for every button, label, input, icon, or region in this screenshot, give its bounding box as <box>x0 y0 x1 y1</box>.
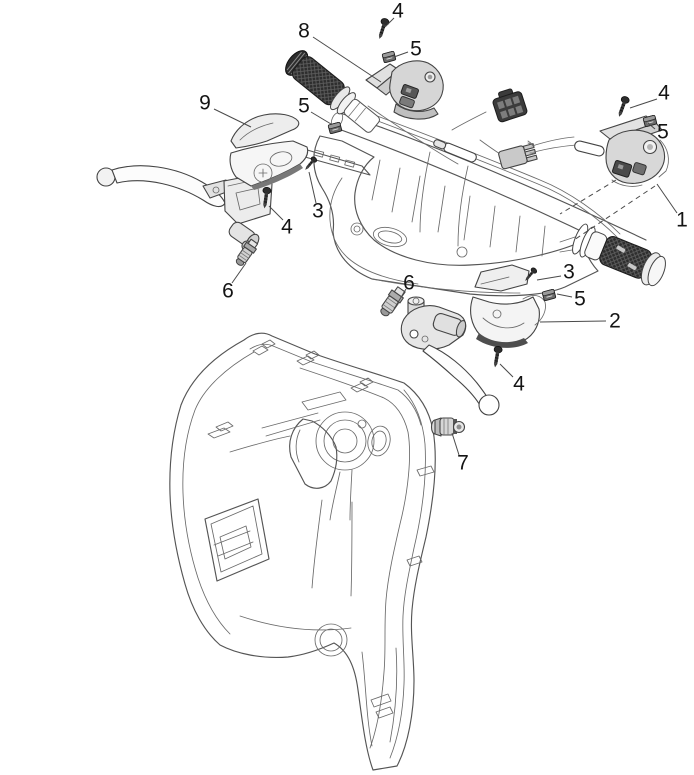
multiway-connector <box>498 143 538 170</box>
frame-cable-loop <box>329 177 419 285</box>
screw-4-top <box>375 17 391 41</box>
stop-switch-left <box>235 238 259 266</box>
callout-4-bottom: 4 <box>513 373 525 396</box>
leader-line-5-mid <box>556 293 573 298</box>
leader-line-7 <box>451 432 460 456</box>
headlamp-shroud <box>289 418 338 489</box>
callout-6-left: 6 <box>222 280 234 303</box>
panel-oval-opening <box>367 425 391 457</box>
callout-5-left: 5 <box>298 95 310 118</box>
headlamp-socket <box>315 411 375 521</box>
leader-line-3-right <box>536 275 562 281</box>
leader-line-4-top <box>384 17 395 28</box>
leader-line-4-bottom <box>499 363 514 378</box>
right-brake-lever-assembly <box>380 286 500 416</box>
left-pocket-vent <box>204 498 270 582</box>
leader-line-2 <box>539 320 607 323</box>
leader-line-5-top <box>393 51 409 58</box>
leader-line-6-right <box>393 288 407 310</box>
callout-3-right: 3 <box>563 261 575 284</box>
frame-ribs <box>350 151 546 294</box>
callout-3-left: 3 <box>312 200 324 223</box>
callout-5-top: 5 <box>410 38 422 61</box>
leader-line-8 <box>312 36 382 83</box>
leader-line-6-left <box>231 262 247 284</box>
leader-line-5-right <box>647 122 656 130</box>
callout-4-top: 4 <box>392 0 404 23</box>
callout-6-right: 6 <box>403 272 415 295</box>
callout-7: 7 <box>457 452 469 475</box>
callout-5-mid: 5 <box>574 288 586 311</box>
front-cover-body <box>169 332 436 771</box>
leader-line-1 <box>656 183 678 214</box>
left-switch-cluster <box>365 60 444 120</box>
leader-line-4-left <box>268 205 284 221</box>
clip-5-top <box>381 50 397 64</box>
black-connector <box>492 88 528 123</box>
clip-5-mid <box>541 288 557 302</box>
right-grip <box>559 223 666 287</box>
callout-5-right: 5 <box>657 121 669 144</box>
mounting-tabs <box>207 339 435 719</box>
callout-1: 1 <box>676 209 688 232</box>
callout-4-left: 4 <box>281 216 293 239</box>
callout-9: 9 <box>199 92 211 115</box>
callout-4-right: 4 <box>658 82 670 105</box>
wiring-harness <box>353 88 627 238</box>
dashed-guide-1 <box>573 185 656 241</box>
left-lever-cover <box>229 113 309 190</box>
handlebar-frame <box>296 112 647 297</box>
throttle-grip <box>285 50 380 133</box>
leader-line-4-right <box>629 98 658 109</box>
leader-line-5-left <box>310 111 332 125</box>
dashed-guide-2 <box>559 179 617 215</box>
right-switch-assembly <box>599 115 669 187</box>
leader-line-3-left <box>308 171 317 204</box>
callout-2: 2 <box>609 310 621 333</box>
screw-4-right <box>614 95 631 119</box>
leader-line-9 <box>213 108 252 128</box>
bulb-holder <box>430 417 466 437</box>
cable-adjuster <box>433 139 477 163</box>
right-lever-cover <box>470 264 546 348</box>
panel-interior-ribs <box>229 391 398 747</box>
callout-8: 8 <box>298 20 310 43</box>
